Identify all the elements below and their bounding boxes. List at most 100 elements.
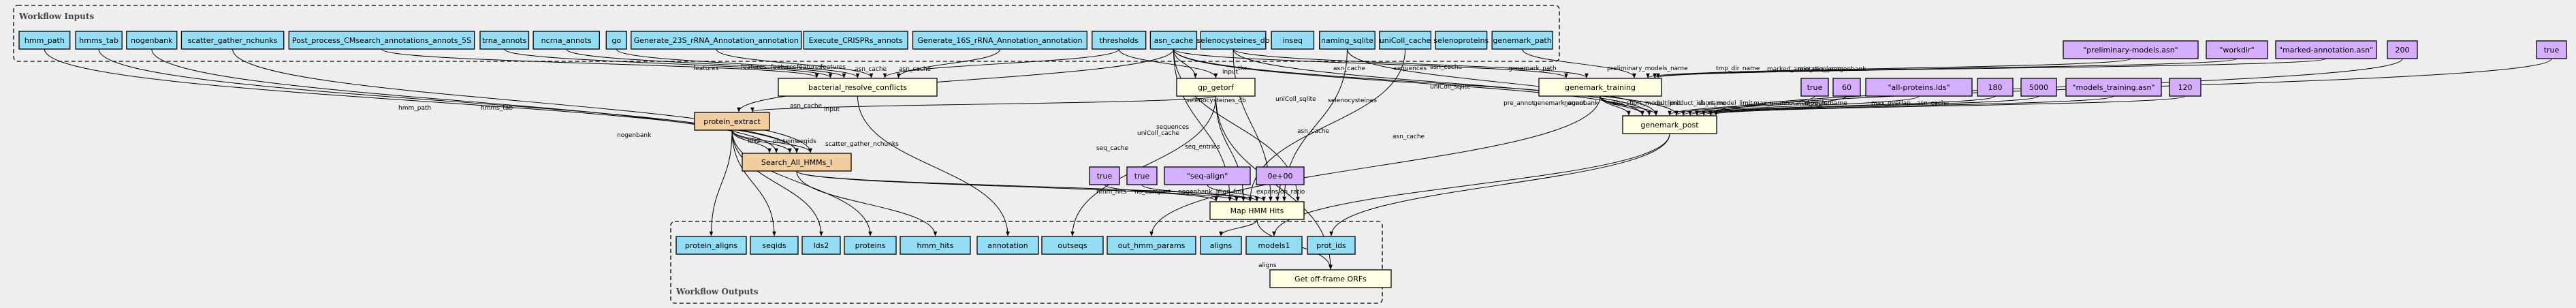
step-genemark-post[interactable]: genemark_post — [1622, 115, 1717, 134]
input-trna-annots[interactable]: trna_annots — [479, 31, 530, 50]
edge-label: models_name — [1804, 100, 1847, 107]
input-hmm-path[interactable]: hmm_path — [18, 31, 71, 50]
subworkflow-search-all-hmms-i[interactable]: Search_All_HMMs_I — [742, 153, 852, 172]
edge-label: features — [797, 64, 822, 71]
node-label: outseqs — [1058, 241, 1087, 250]
output-models1[interactable]: models1 — [1245, 236, 1303, 255]
default-preliminary-models-asn[interactable]: "preliminary-models.asn" — [2063, 40, 2199, 59]
node-label: "marked-annotation.asn" — [2279, 46, 2373, 55]
edge-label: hmm_path — [398, 105, 431, 112]
edge-label: short_model_limit — [1698, 100, 1753, 107]
node-label: bacterial_resolve_conflicts — [808, 83, 907, 92]
edge-label: features — [771, 64, 796, 71]
default-seq-align[interactable]: "seq-align" — [1164, 166, 1251, 185]
edge-label: nogenbank — [1832, 66, 1866, 73]
edge-label: seqids — [797, 138, 816, 145]
edge-input: input — [750, 95, 1216, 113]
node-label: genemark_post — [1640, 121, 1699, 129]
input-selenoproteins[interactable]: selenoproteins — [1433, 31, 1489, 50]
default-120[interactable]: 120 — [2169, 78, 2201, 97]
output-proteins[interactable]: proteins — [844, 236, 897, 255]
default-true[interactable]: true — [2536, 40, 2567, 59]
default-5000[interactable]: 5000 — [2020, 78, 2057, 97]
edge-label: abs_short_model_limit — [1612, 100, 1681, 107]
cluster-outputs-label: Workflow Outputs — [675, 287, 759, 296]
step-map-hmm-hits[interactable]: Map HMM Hits — [1209, 201, 1305, 220]
default-0e-00[interactable]: 0e+00 — [1256, 166, 1305, 185]
edge-link — [796, 170, 1259, 202]
edge-label: asn_cache — [1917, 100, 1950, 107]
output-hmm-hits[interactable]: hmm_hits — [900, 236, 971, 255]
input-selenocysteines-db[interactable]: selenocysteines_db — [1196, 31, 1270, 50]
input-go[interactable]: go — [605, 31, 627, 50]
output-seqids[interactable]: seqids — [750, 236, 799, 255]
default-200[interactable]: 200 — [2387, 40, 2418, 59]
edge-label: asn_cache — [1333, 65, 1366, 72]
input-ncrna-annots[interactable]: ncrna_annots — [532, 31, 600, 50]
default-true[interactable]: true — [1800, 78, 1829, 97]
default-60[interactable]: 60 — [1832, 78, 1861, 97]
default-all-proteins-ids[interactable]: "all-proteins.ids" — [1865, 78, 1973, 97]
node-label: trna_annots — [482, 36, 527, 45]
edge-features: features — [716, 48, 874, 78]
output-aligns[interactable]: aligns — [1200, 236, 1242, 255]
node-label: "models_training.asn" — [2072, 83, 2154, 92]
default-workdir[interactable]: "workdir" — [2206, 40, 2268, 59]
cluster-inputs: Workflow Inputs — [13, 5, 1560, 62]
input-unicoll-cache[interactable]: uniColl_cache — [1379, 31, 1432, 50]
edge-label: features — [693, 65, 718, 72]
node-label: true — [1807, 83, 1823, 92]
edge-nogenbank: nogenbank — [1564, 95, 1658, 116]
edge-link — [796, 170, 938, 236]
edge-seqids: seqids — [731, 129, 816, 153]
edge-link — [1272, 133, 1670, 236]
default-marked-annotation-asn[interactable]: "marked-annotation.asn" — [2275, 40, 2377, 59]
edge-label: aligns — [1258, 262, 1277, 269]
edge-label: input — [1222, 69, 1239, 76]
node-label: true — [1097, 172, 1113, 181]
edge-label: asn_cache — [1430, 64, 1463, 71]
edge-sequences: sequences — [1233, 48, 1589, 78]
input-generate-23s-rrna-annotation-annotation[interactable]: Generate_23S_rRNA_Annotation_annotation — [631, 31, 802, 50]
output-protein-aligns[interactable]: protein_aligns — [675, 236, 747, 255]
output-lds2[interactable]: lds2 — [801, 236, 841, 255]
input-thresholds[interactable]: thresholds — [1092, 31, 1147, 50]
step-genemark-training[interactable]: genemark_training — [1538, 78, 1662, 97]
edge-asn-cache: asn_cache — [737, 48, 1174, 112]
default-true[interactable]: true — [1126, 166, 1158, 185]
edge-features: features — [504, 48, 833, 78]
default-180[interactable]: 180 — [1977, 78, 2014, 97]
input-naming-sqlite[interactable]: naming_sqlite — [1319, 31, 1376, 50]
input-inseq[interactable]: inseq — [1271, 31, 1315, 50]
input-post-process-cmsearch-annotations-annots-5s[interactable]: Post_process_CMsearch_annotations_annots… — [288, 31, 475, 50]
node-label: 200 — [2396, 46, 2410, 55]
output-prot-ids[interactable]: prot_ids — [1307, 236, 1356, 255]
step-gp-getorf[interactable]: gp_getorf — [1176, 78, 1256, 97]
edge-link — [731, 129, 776, 236]
node-label: models1 — [1258, 241, 1290, 250]
input-scatter-gather-nchunks[interactable]: scatter_gather_nchunks — [180, 31, 285, 50]
input-generate-16s-rrna-annotation-annotation[interactable]: Generate_16S_rRNA_Annotation_annotation — [912, 31, 1087, 50]
input-execute-crisprs-annots[interactable]: Execute_CRISPRs_annots — [803, 31, 908, 50]
node-label: true — [1134, 172, 1150, 181]
step-bacterial-resolve-conflicts[interactable]: bacterial_resolve_conflicts — [778, 78, 938, 97]
edge-features: features — [616, 48, 860, 78]
default-models-training-asn[interactable]: "models_training.asn" — [2065, 78, 2162, 97]
output-outseqs[interactable]: outseqs — [1041, 236, 1104, 255]
default-true[interactable]: true — [1089, 166, 1120, 185]
node-label: protein_aligns — [685, 241, 737, 250]
node-label: lds2 — [814, 241, 829, 250]
edge-thr: thr — [1118, 48, 1247, 78]
input-nogenbank[interactable]: nogenbank — [126, 31, 178, 50]
step-get-off-frame-orfs[interactable]: Get off-frame ORFs — [1269, 269, 1392, 288]
input-genemark-path[interactable]: genemark_path — [1491, 31, 1553, 50]
node-label: seqids — [762, 241, 786, 250]
edge-label: features — [821, 64, 846, 71]
input-asn-cache[interactable]: asn_cache — [1149, 31, 1198, 50]
output-out-hmm-params[interactable]: out_hmm_params — [1107, 236, 1196, 255]
input-hmms-tab[interactable]: hmms_tab — [75, 31, 123, 50]
edge-label: marked_annotation_name — [1767, 66, 1847, 73]
subworkflow-protein-extract[interactable]: protein_extract — [694, 112, 770, 131]
output-annotation[interactable]: annotation — [976, 236, 1039, 255]
